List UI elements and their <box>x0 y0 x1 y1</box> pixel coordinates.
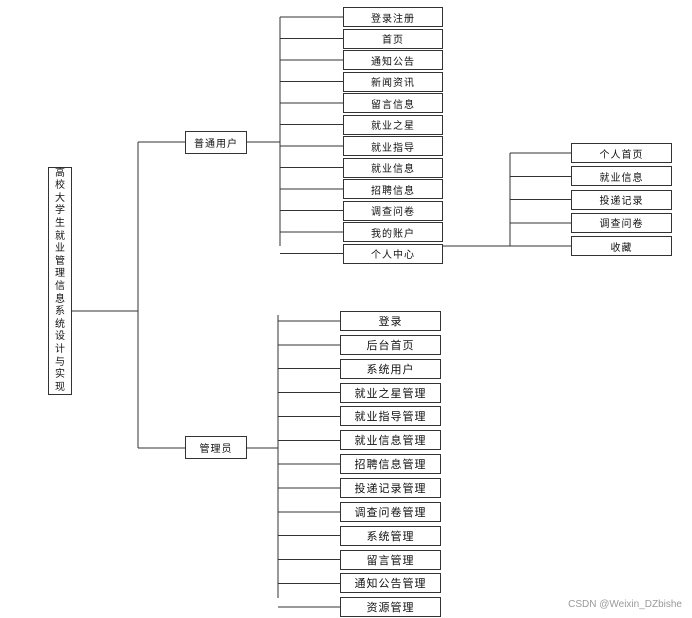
user-module-item: 个人中心 <box>343 243 443 264</box>
root-node: 高校大学生就业管理信息系统设计与实现 <box>48 167 72 395</box>
root-node-char: 就 <box>55 230 65 242</box>
user-module-item: 调查问卷 <box>343 200 443 221</box>
admin-module-item: 资源管理 <box>340 597 441 618</box>
user-module-item-label: 调查问卷 <box>371 207 415 218</box>
user-module-item-label: 我的账户 <box>371 228 415 240</box>
admin-module-item-label: 调查问卷管理 <box>354 505 427 519</box>
admin-module-item-label: 就业指导管理 <box>354 410 427 424</box>
admin-module-item-label: 登录 <box>378 315 403 328</box>
user-module-item-label: 首页 <box>382 35 404 46</box>
personal-center-module-item-label: 个人首页 <box>599 149 644 161</box>
admin-module-item: 就业指导管理 <box>340 406 441 427</box>
admin-module-item: 系统管理 <box>340 525 441 546</box>
personal-center-module-item-label: 调查问卷 <box>599 219 644 231</box>
user-module-item-label: 个人中心 <box>371 250 415 261</box>
user-module-item-label: 招聘信息 <box>371 185 415 197</box>
user-module-item-label: 就业指导 <box>371 142 415 154</box>
root-node-char: 系 <box>55 306 65 318</box>
admin-module-item-label: 招聘信息管理 <box>354 458 427 472</box>
personal-center-module-item: 个人首页 <box>571 143 672 163</box>
personal-center-module-item: 收藏 <box>571 236 672 257</box>
admin-module-item: 招聘信息管理 <box>340 454 441 475</box>
user-module-item: 留言信息 <box>343 93 443 113</box>
personal-center-module-item: 就业信息 <box>571 166 672 187</box>
root-node-char: 生 <box>55 218 65 230</box>
user-module-item-label: 登录注册 <box>371 13 415 25</box>
admin-module-item: 登录 <box>340 311 441 331</box>
admin-module-item-label: 资源管理 <box>366 601 415 615</box>
admin-module-item: 通知公告管理 <box>340 573 441 594</box>
admin-module-item-label: 系统用户 <box>366 362 415 376</box>
admin-module-item-label: 后台首页 <box>366 338 415 352</box>
user-module-item: 首页 <box>343 28 443 49</box>
user-module-item: 登录注册 <box>343 7 443 27</box>
user-node: 普通用户 <box>185 131 247 154</box>
admin-module-item-label: 系统管理 <box>366 529 415 543</box>
personal-center-module-item: 投递记录 <box>571 189 672 210</box>
admin-node: 管理员 <box>185 436 247 459</box>
user-module-item: 就业信息 <box>343 157 443 178</box>
personal-center-module-item-label: 投递记录 <box>599 196 644 208</box>
root-node-char: 理 <box>55 268 65 280</box>
admin-module-item-label: 投递记录管理 <box>354 481 427 495</box>
user-module-item: 新闻资讯 <box>343 71 443 92</box>
admin-module-item: 留言管理 <box>340 549 441 570</box>
user-module-item-label: 就业信息 <box>371 164 415 175</box>
user-module-item: 我的账户 <box>343 222 443 242</box>
user-module-item: 招聘信息 <box>343 179 443 199</box>
admin-module-item: 就业信息管理 <box>340 430 441 451</box>
personal-center-module-item-label: 就业信息 <box>599 172 644 184</box>
user-module-item-label: 就业之星 <box>371 121 415 132</box>
admin-module-item: 就业之星管理 <box>340 382 441 403</box>
root-node-char: 统 <box>55 318 65 330</box>
root-node-char: 高 <box>55 167 65 179</box>
admin-module-item-label: 就业信息管理 <box>354 434 427 448</box>
root-node-char: 与 <box>55 356 65 368</box>
admin-module-item-label: 就业之星管理 <box>354 386 427 400</box>
admin-module-item: 系统用户 <box>340 358 441 379</box>
root-node-char: 业 <box>55 243 65 255</box>
user-module-item-label: 新闻资讯 <box>371 78 415 89</box>
watermark: CSDN @Weixin_DZbishe <box>568 599 682 610</box>
root-node-char: 现 <box>55 381 65 393</box>
user-module-item: 就业指导 <box>343 136 443 156</box>
admin-module-item: 调查问卷管理 <box>340 501 441 522</box>
user-module-item: 就业之星 <box>343 114 443 135</box>
admin-module-item-label: 留言管理 <box>366 553 415 567</box>
user-module-item: 通知公告 <box>343 50 443 70</box>
user-module-item-label: 留言信息 <box>371 99 415 111</box>
root-node-char: 管 <box>55 255 65 267</box>
personal-center-module-item: 调查问卷 <box>571 212 672 233</box>
user-module-item-label: 通知公告 <box>371 56 415 68</box>
root-node-char: 实 <box>55 369 65 381</box>
root-node-char: 计 <box>55 343 65 355</box>
admin-module-item-label: 通知公告管理 <box>354 577 427 591</box>
user-node-label: 普通用户 <box>194 139 238 150</box>
root-node-char: 大 <box>55 192 65 204</box>
root-node-char: 学 <box>55 205 65 217</box>
admin-node-label: 管理员 <box>199 444 233 455</box>
root-node-char: 设 <box>55 331 65 343</box>
personal-center-module-item-label: 收藏 <box>610 242 633 254</box>
admin-module-item: 后台首页 <box>340 334 441 355</box>
root-node-char: 校 <box>55 180 65 192</box>
root-node-char: 信 <box>55 281 65 292</box>
root-node-char: 息 <box>55 293 65 305</box>
admin-module-item: 投递记录管理 <box>340 477 441 498</box>
